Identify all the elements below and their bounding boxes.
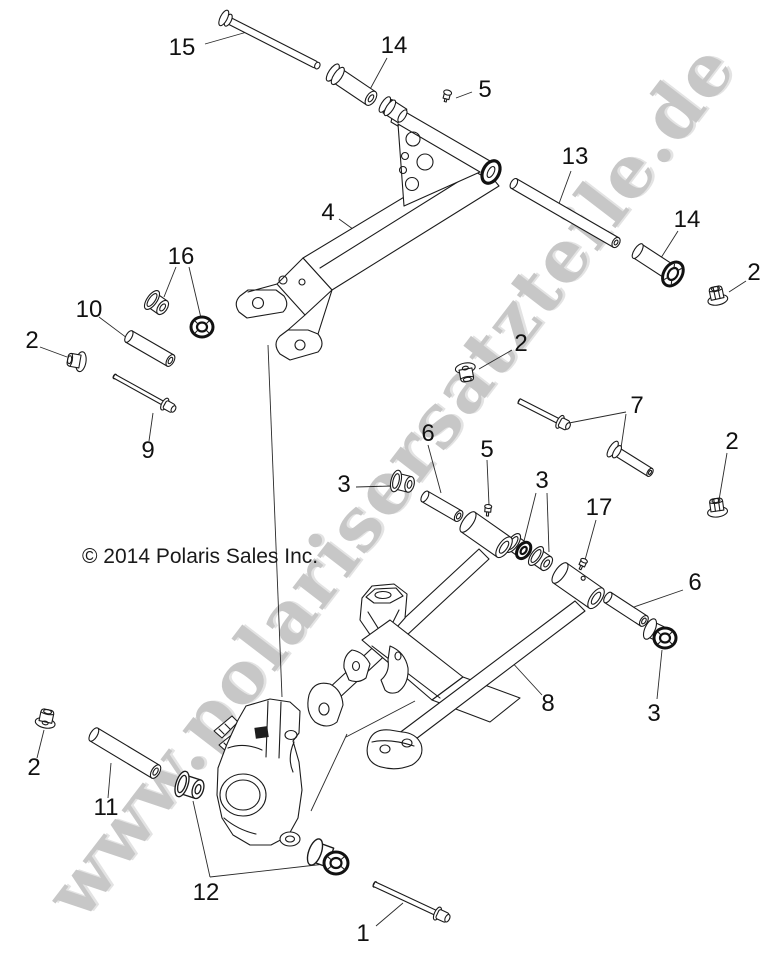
bushing-3-right-ring <box>652 626 678 650</box>
upper-a-arm <box>235 96 502 361</box>
callout-9: 9 <box>141 437 154 464</box>
callout-17: 17 <box>586 494 613 521</box>
callout-5-middle: 5 <box>480 436 493 463</box>
bushing-12-b <box>306 838 350 876</box>
callout-labels: 15 14 5 4 13 14 2 16 10 2 9 2 7 2 5 3 6 … <box>25 32 760 947</box>
bushing-12-a <box>174 770 205 800</box>
callout-2-bottom-left: 2 <box>27 754 40 781</box>
callout-6-left: 6 <box>421 420 434 447</box>
copyright-notice: © 2014 Polaris Sales Inc. <box>82 545 318 568</box>
bushing-16-b <box>189 315 215 339</box>
bolt-9 <box>112 373 177 413</box>
tube-11 <box>88 727 162 779</box>
callout-15: 15 <box>169 34 196 61</box>
bolt-15 <box>218 9 321 70</box>
callout-11: 11 <box>94 794 119 821</box>
callout-2-left: 2 <box>25 327 38 354</box>
nut-2-bottom-left <box>34 708 56 729</box>
pin-7-b <box>606 440 654 477</box>
callout-3-left: 3 <box>337 471 350 498</box>
rod-13 <box>509 177 621 249</box>
nut-2-right <box>707 497 729 518</box>
lower-control-arm <box>307 511 605 770</box>
nut-2-middle <box>454 362 476 383</box>
callout-1: 1 <box>356 920 369 947</box>
leader-lines <box>36 31 747 927</box>
callout-13: 13 <box>562 143 589 170</box>
callout-4: 4 <box>321 199 334 226</box>
tube-6-left <box>420 490 464 523</box>
callout-3-right: 3 <box>647 700 660 727</box>
tube-6-right <box>603 591 649 627</box>
bolt-14-right <box>631 243 685 288</box>
callout-12: 12 <box>193 879 220 906</box>
nut-2-top-right <box>707 285 729 306</box>
callout-8: 8 <box>541 690 554 717</box>
callout-14-top: 14 <box>381 32 408 59</box>
spacer-14-top <box>325 63 378 106</box>
screw-5-top <box>442 89 453 103</box>
rear-carrier-knuckle <box>213 698 303 847</box>
tube-10 <box>124 330 176 367</box>
callout-2-middle: 2 <box>514 330 527 357</box>
grease-fitting-17 <box>578 557 588 571</box>
callout-10: 10 <box>76 296 103 323</box>
callout-3-pair: 3 <box>535 467 548 494</box>
callout-2-right: 2 <box>725 428 738 455</box>
nut-2-left <box>66 351 87 373</box>
callout-16: 16 <box>168 243 195 270</box>
screw-5-middle <box>484 503 493 517</box>
bolt-1 <box>372 881 451 923</box>
bushing-3-left <box>389 469 415 493</box>
bushing-16-a <box>143 289 170 316</box>
callout-14-right: 14 <box>674 206 701 233</box>
callout-7: 7 <box>630 392 643 419</box>
bushing-3-pair-2 <box>527 545 554 572</box>
callout-6-right: 6 <box>688 569 701 596</box>
callout-5-top: 5 <box>478 76 491 103</box>
callout-2-top-right: 2 <box>747 259 760 286</box>
bolt-7-a <box>517 398 571 431</box>
